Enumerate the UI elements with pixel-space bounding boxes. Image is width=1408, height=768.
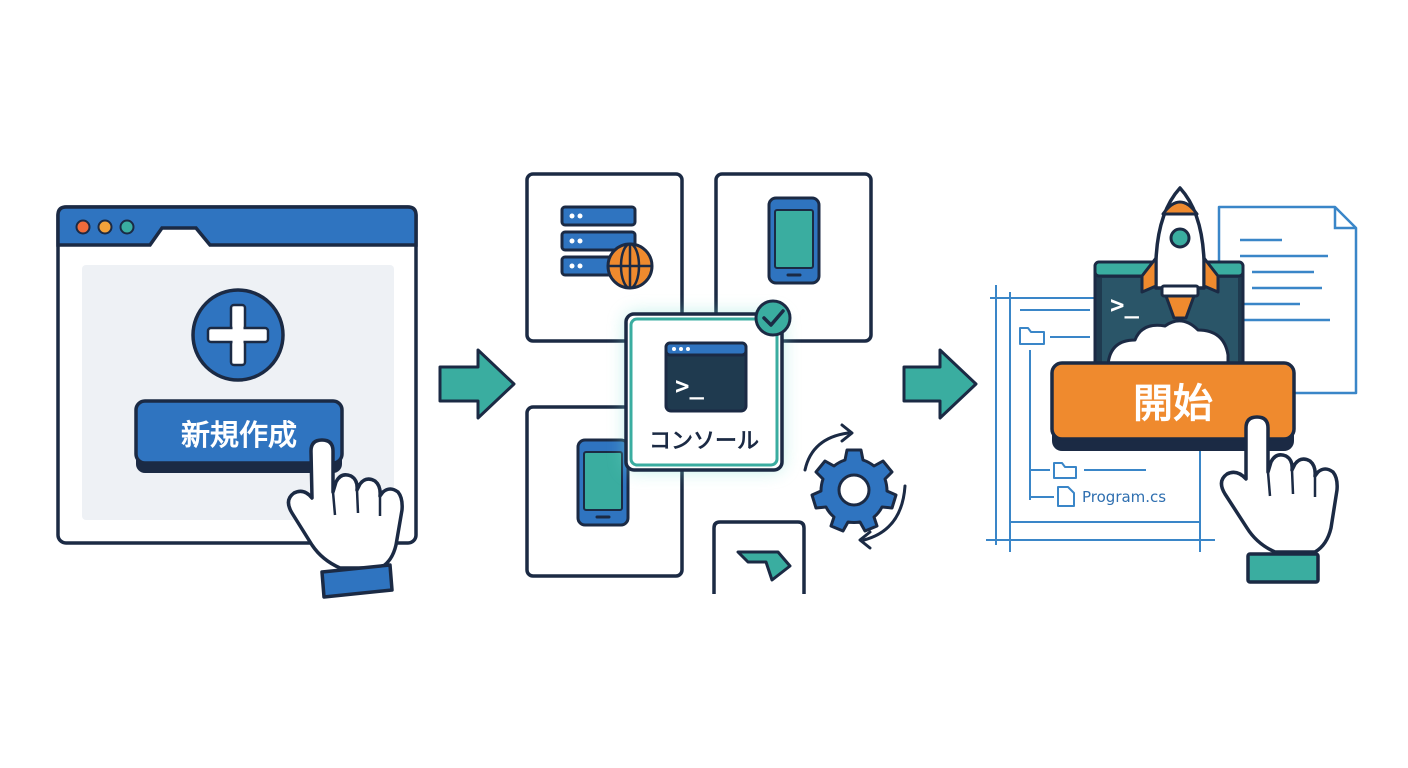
flow-arrow-1 [438,348,516,420]
window-dot-orange-icon [97,219,113,235]
new-project-label: 新規作成 [181,418,297,452]
template-card-partial[interactable] [712,520,806,594]
template-card-server[interactable] [525,172,684,343]
terminal-icon: >_ [664,341,748,413]
checkmark-badge-icon [754,299,792,337]
smartphone-icon [767,196,821,285]
pointing-hand-icon-1 [286,438,404,599]
file-icon [1057,486,1075,507]
folder-icon [1019,327,1045,345]
window-dot-red-icon [75,219,91,235]
template-card-mobile-1[interactable] [714,172,873,343]
new-project-button[interactable]: 新規作成 [134,399,344,473]
program-file-name: Program.cs [1082,488,1166,506]
flow-arrow-2 [902,348,978,420]
start-label: 開始 [1133,381,1213,427]
console-label: コンソール [649,429,759,454]
start-button[interactable]: 開始 [1050,361,1296,451]
plus-icon [191,288,285,382]
template-card-console[interactable]: >_ コンソール [624,312,784,472]
terminal-prompt: >_ [1110,291,1139,319]
pointing-hand-icon-2 [1219,415,1339,584]
folder-icon [1053,462,1077,479]
shape-icon [736,550,792,582]
window-dot-green-icon [119,219,135,235]
rocket-icon [1106,186,1230,367]
globe-icon [606,242,654,290]
server-icon [560,205,637,277]
gear-sync-icon [803,423,907,550]
console-prompt: >_ [675,372,704,400]
smartphone-icon [576,438,630,527]
